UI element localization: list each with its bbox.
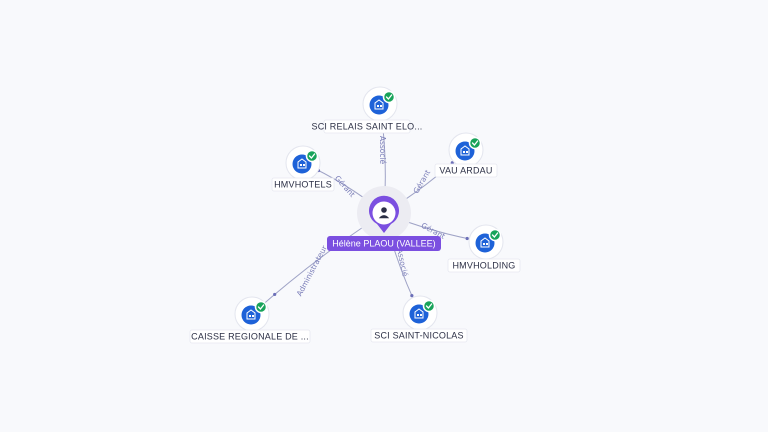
building-icon (414, 308, 424, 319)
company-node[interactable]: CAISSE REGIONALE DE ... (189, 296, 311, 344)
company-label-badge (447, 258, 521, 273)
person-node[interactable]: Hélène PLAOU (VALLEE) (327, 186, 441, 251)
checkmark-icon (257, 304, 265, 310)
edge-arrowhead (450, 161, 454, 165)
relation-label: Associé (395, 248, 410, 278)
company-node[interactable]: VAU ARDAU (434, 132, 498, 178)
person-marker-inner (372, 201, 396, 225)
relation-label: Administrateur (295, 243, 330, 297)
company-node[interactable]: SCI RELAIS SAINT ELO... (312, 86, 423, 134)
node-layer: SCI RELAIS SAINT ELO... VAU ARDAU HMVHOLDI… (189, 86, 521, 344)
verified-badge-icon (422, 299, 436, 313)
verified-badge-icon (382, 90, 396, 104)
checkmark-icon (471, 140, 479, 146)
person-name-label: Hélène PLAOU (VALLEE) (332, 239, 435, 249)
company-label-badge (189, 329, 311, 344)
company-name-label: VAU ARDAU (439, 166, 492, 176)
edge-arrowhead (273, 292, 277, 297)
company-name-label: SCI SAINT-NICOLAS (374, 331, 463, 341)
person-label-badge (327, 236, 441, 251)
building-icon (480, 237, 490, 248)
building-icon (374, 99, 384, 110)
verified-badge-icon (254, 300, 268, 314)
company-name-label: CAISSE REGIONALE DE ... (191, 332, 309, 342)
verified-badge-icon (488, 228, 502, 242)
building-icon (460, 145, 470, 156)
company-node[interactable]: SCI SAINT-NICOLAS (370, 295, 468, 343)
company-label-badge (323, 119, 411, 134)
building-icon (297, 158, 307, 169)
checkmark-icon (308, 153, 316, 159)
company-label-badge (271, 177, 335, 192)
edge-arrowhead (465, 236, 469, 241)
company-node[interactable]: HMVHOTELS (271, 145, 335, 192)
edge-arrowhead (410, 293, 414, 298)
relation-label: Associé (378, 136, 387, 165)
company-name-label: SCI RELAIS SAINT ELO... (312, 122, 423, 132)
verified-badge-icon (468, 136, 482, 150)
company-node[interactable]: HMVHOLDING (447, 224, 521, 273)
relation-label: Gérant (333, 174, 357, 199)
checkmark-icon (385, 94, 393, 100)
person-icon (378, 207, 390, 219)
checkmark-icon (425, 303, 433, 309)
company-label-badge (434, 163, 498, 178)
checkmark-icon (491, 232, 499, 238)
company-label-badge (370, 328, 468, 343)
building-icon (246, 309, 256, 320)
company-name-label: HMVHOLDING (452, 261, 515, 271)
company-name-label: HMVHOTELS (274, 180, 332, 190)
verified-badge-icon (305, 149, 319, 163)
